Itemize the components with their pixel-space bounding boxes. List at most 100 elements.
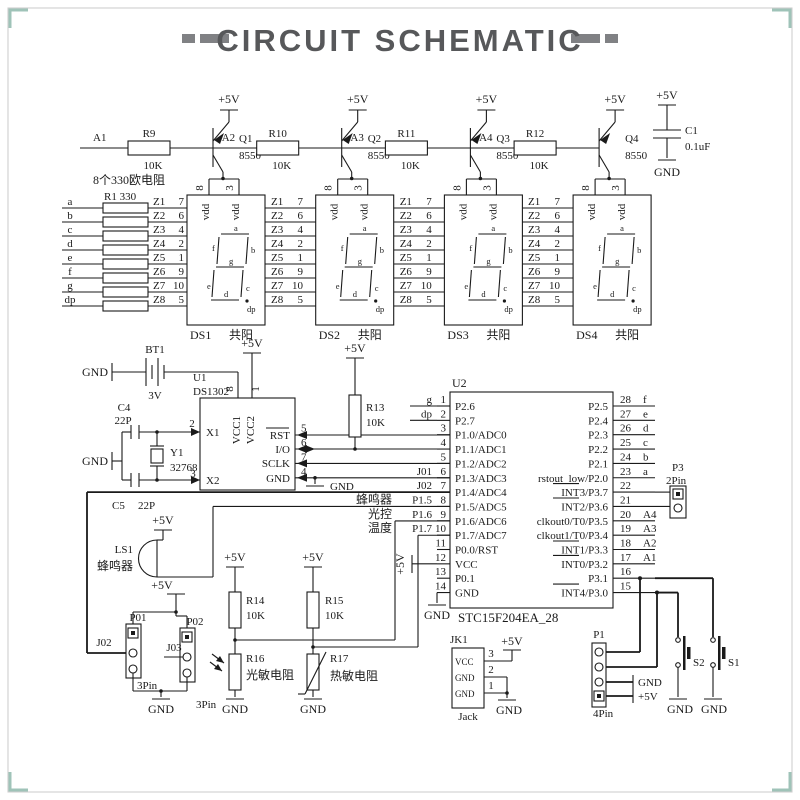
seg-letter-g: g xyxy=(615,256,620,266)
transistor-part: 8550 xyxy=(496,150,519,162)
pnp-emitter-arrow xyxy=(214,133,224,144)
transistor-ref: Q4 xyxy=(625,133,639,145)
net-label-input: A2 xyxy=(222,132,235,144)
arrow-io-right xyxy=(305,445,315,453)
display-type: 共阳 xyxy=(358,328,382,342)
seg-letter-c: c xyxy=(375,283,379,293)
arrow-io-left xyxy=(297,445,307,453)
rtc-section-u1: GND BT1 3V 8 +5V 1 U1 DS1302 VCC1 VCC2 X… xyxy=(82,336,450,512)
gnd-label: GND xyxy=(82,454,108,468)
display-pin-number: 9 xyxy=(555,266,561,278)
display-pin-number: 4 xyxy=(426,224,432,236)
connector-pins: 2Pin xyxy=(666,475,687,487)
net-row: dp Z8 5 xyxy=(62,294,187,312)
cap-value: 22P xyxy=(138,500,155,512)
pin-ext-label: A2 xyxy=(643,538,656,550)
vcc-label: +5V xyxy=(393,553,407,575)
seg-letter-f: f xyxy=(341,243,344,253)
corner-mark xyxy=(772,772,792,792)
seg-letter-d: d xyxy=(610,289,615,299)
connector-body xyxy=(669,485,687,519)
seg-letter-f: f xyxy=(598,243,601,253)
gnd-label: GND xyxy=(654,165,680,179)
net-gap-row: Z3 4 xyxy=(393,224,445,237)
pin-label: clkout0/T0/P3.5 xyxy=(537,516,609,528)
jack-pin-label: VCC xyxy=(455,657,474,667)
arrow-sclk xyxy=(297,459,307,468)
net-gap-row: Z7 10 xyxy=(522,280,573,293)
buzzer-label: 蜂鸣器 xyxy=(97,558,133,573)
seg-letter-dp: dp xyxy=(504,304,513,314)
resistor-value: 10K xyxy=(325,610,344,622)
connector-pins: 4Pin xyxy=(593,708,614,720)
u2-left-pin-row: 2 P2.7 dp xyxy=(421,408,475,427)
resistor-ref: R13 xyxy=(366,402,385,414)
pin-ext-label: P1.5 xyxy=(412,494,432,506)
resistor-label: 光敏电阻 xyxy=(246,667,294,682)
u1-pin8-number: 8 xyxy=(224,386,236,392)
seg-letter-dp: dp xyxy=(633,304,642,314)
pin-label: clkout1/T0/P3.4 xyxy=(537,530,609,542)
seg-letter-f: f xyxy=(212,243,215,253)
u2-right-pin-row: 17 A1 INT0/P3.2 xyxy=(561,552,656,571)
u2-left-pin-row: 8 P1.5/ADC5 P1.5 蜂鸣器 xyxy=(356,491,507,513)
vcc-label: +5V xyxy=(656,88,678,102)
z-net-label: Z8 xyxy=(528,294,541,306)
resistor-value: 10K xyxy=(401,160,420,172)
vcc-label: +5V xyxy=(347,92,369,106)
net-gap-row: Z5 1 xyxy=(522,252,573,265)
pin-ext-label: c xyxy=(643,437,648,449)
display-vdd-pin-number: 3 xyxy=(224,185,236,191)
display-vdd-label: vdd xyxy=(487,203,499,220)
corner-mark xyxy=(8,8,28,28)
net-row: a Z1 7 xyxy=(62,196,187,214)
u1-pin-vcc1: VCC1 xyxy=(231,416,243,444)
cap-ref: C1 xyxy=(685,125,698,137)
cap-ref: C4 xyxy=(118,402,131,414)
pin-label: P1.4/ADC4 xyxy=(455,487,507,499)
z-net-label: Z1 xyxy=(271,196,283,208)
segment-net-label: dp xyxy=(65,294,77,306)
vcc-label: +5V xyxy=(638,691,658,703)
vcc-label: +5V xyxy=(151,578,173,592)
display-vdd-pin-number: 8 xyxy=(194,185,206,191)
crystal-value: 32768 xyxy=(170,462,198,474)
u2-right-pin-row: 26 d P2.3 xyxy=(588,423,655,442)
display-pin-number: 5 xyxy=(179,294,185,306)
pin-number: 1 xyxy=(441,394,447,406)
jack-pin-number: 2 xyxy=(488,664,494,676)
jumper-label: J02 xyxy=(96,637,111,649)
u2-left-pin-row: 5 P1.2/ADC2 7 xyxy=(301,451,507,470)
seg-letter-g: g xyxy=(229,256,234,266)
u1-part: DS1302 xyxy=(193,386,229,398)
u2-right-pin-row: 25 c P2.2 xyxy=(588,437,655,456)
pin-label: P1.7/ADC7 xyxy=(455,530,507,542)
jack-pin-number: 3 xyxy=(488,648,494,660)
u2-left-pin-row: 3 P1.0/ADC0 5 xyxy=(301,423,507,442)
display-body xyxy=(572,194,652,326)
u2-left-pin-row: 9 P1.6/ADC6 P1.6 光控 xyxy=(368,507,507,528)
resistor-network-ref: R1 330 xyxy=(104,191,137,203)
display-pin-number: 6 xyxy=(555,210,561,222)
transistor-part: 8550 xyxy=(239,150,262,162)
net-gap-row: Z6 9 xyxy=(522,266,573,279)
display-vdd-pin-number: 3 xyxy=(481,185,493,191)
display-vdd-pin-number: 3 xyxy=(353,185,365,191)
resistor-ref: R16 xyxy=(246,653,265,665)
u2-right-pin-row: 24 b P2.1 xyxy=(588,451,655,470)
pin-number: 25 xyxy=(620,437,632,449)
pin-ext-label: b xyxy=(643,451,649,463)
seg-letter-dp: dp xyxy=(247,304,256,314)
vcc-label: +5V xyxy=(476,92,498,106)
u1-pin1-number: 1 xyxy=(250,386,262,392)
u1-body xyxy=(199,397,296,491)
vcc-label: +5V xyxy=(152,513,174,527)
pin-number: 13 xyxy=(435,566,447,578)
vcc-label: +5V xyxy=(224,550,246,564)
resistor-value: 10K xyxy=(530,160,549,172)
net-gap-row: Z2 6 xyxy=(393,210,445,223)
seg-letter-d: d xyxy=(353,289,358,299)
resistor-value: 10K xyxy=(246,610,265,622)
display-pin-number: 6 xyxy=(179,210,185,222)
u2-body xyxy=(449,391,614,609)
